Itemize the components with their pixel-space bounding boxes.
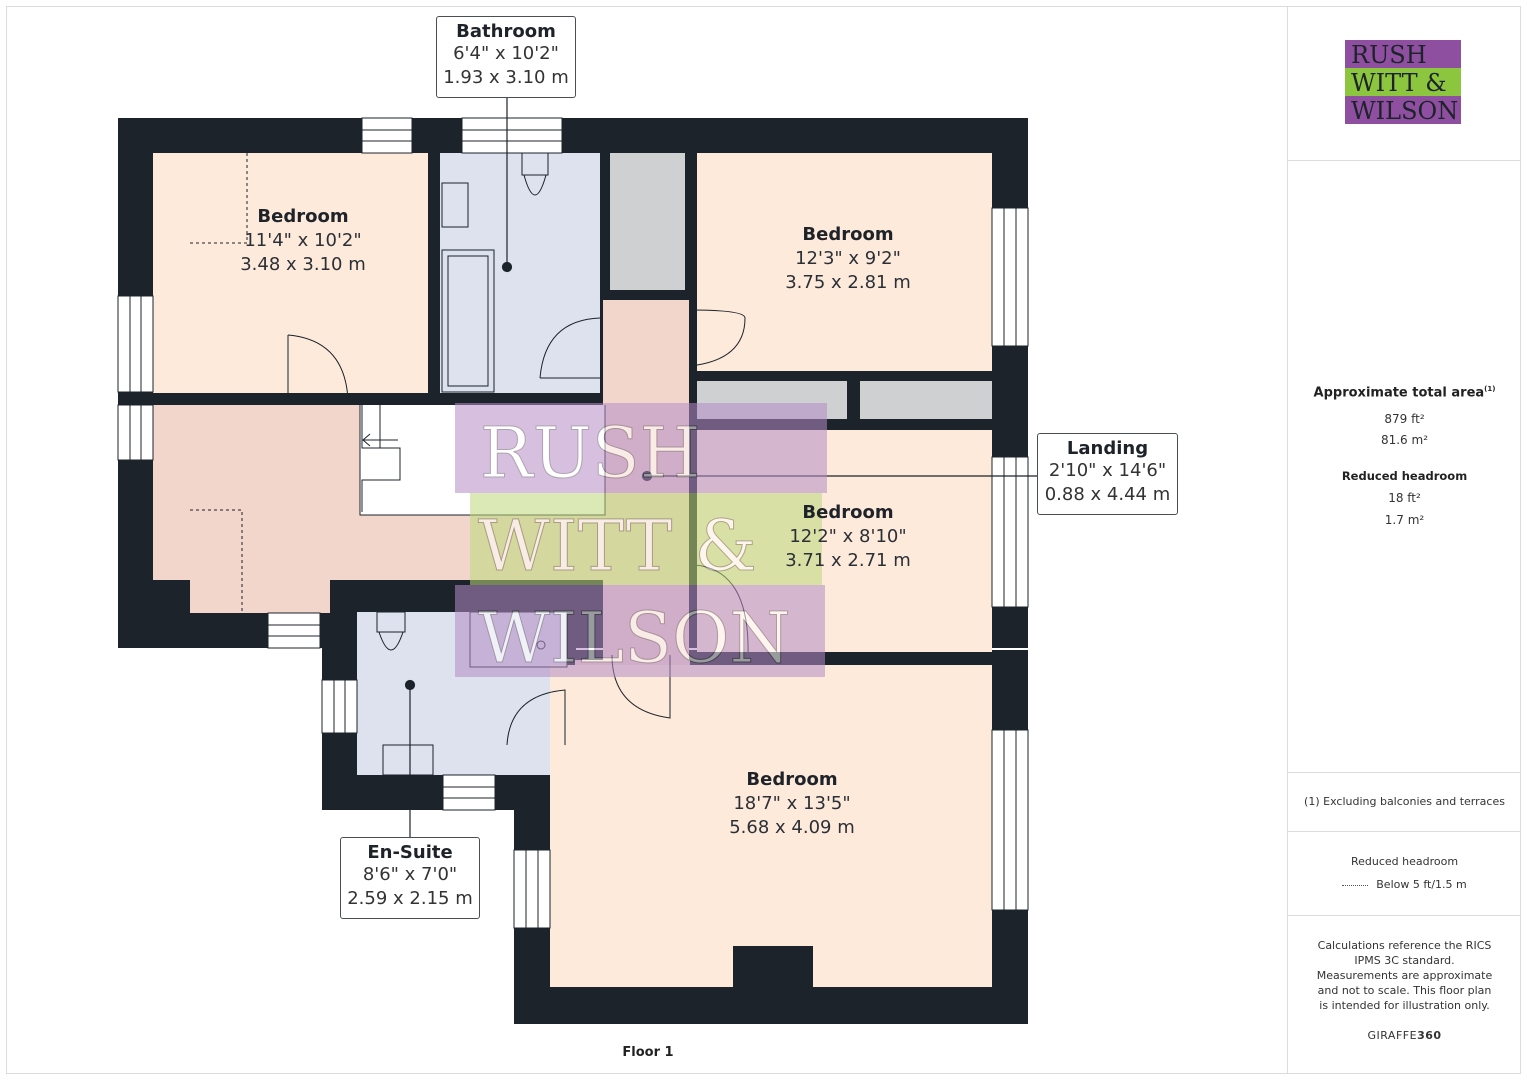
bedroom-ne-floor bbox=[697, 153, 992, 371]
windows bbox=[117, 117, 1029, 929]
room-title: Bedroom bbox=[802, 224, 894, 245]
watermark: RUSH WITT & WILSON bbox=[455, 403, 827, 680]
wardrobe-2 bbox=[860, 381, 992, 419]
legend-title: Reduced headroom bbox=[1350, 855, 1459, 868]
brand-logo: RUSH WITT & WILSON bbox=[1345, 40, 1461, 124]
callout-imperial: 6'4" x 10'2" bbox=[453, 43, 559, 64]
area-title: Approximate total area(1) bbox=[1288, 385, 1521, 400]
floor-plan: RUSH WITT & WILSON bbox=[117, 98, 1037, 1024]
area-ft: 879 ft² bbox=[1384, 412, 1425, 426]
vendor-suffix: 360 bbox=[1417, 1029, 1442, 1042]
sidebar-divider bbox=[1288, 772, 1521, 773]
disclaimer: Calculations reference the RICS IPMS 3C … bbox=[1316, 939, 1493, 1012]
brand-line-2: WITT & bbox=[1351, 69, 1447, 97]
area-title-text: Approximate total area bbox=[1313, 385, 1485, 401]
callout-title: Bathroom bbox=[456, 21, 556, 42]
bathroom-floor bbox=[440, 153, 600, 393]
brand-line-1: RUSH bbox=[1351, 41, 1427, 69]
ensuite-callout: En-Suite 8'6" x 7'0" 2.59 x 2.15 m bbox=[340, 837, 480, 919]
room-imperial: 12'3" x 9'2" bbox=[795, 248, 901, 269]
room-imperial: 12'2" x 8'10" bbox=[789, 526, 907, 547]
landing-callout: Landing 2'10" x 14'6" 0.88 x 4.44 m bbox=[1037, 433, 1178, 515]
svg-text:RUSH: RUSH bbox=[480, 412, 701, 494]
reduced-ft: 18 ft² bbox=[1388, 491, 1421, 505]
page-frame bbox=[6, 6, 1521, 1074]
bedroom-nw-label: Bedroom 11'4" x 10'2" 3.48 x 3.10 m bbox=[213, 205, 393, 277]
bedroom-s-label: Bedroom 18'7" x 13'5" 5.68 x 4.09 m bbox=[702, 768, 882, 840]
brand-line-3: WILSON bbox=[1351, 97, 1458, 124]
bedroom-e-label: Bedroom 12'2" x 8'10" 3.71 x 2.71 m bbox=[758, 501, 938, 573]
callout-imperial: 2'10" x 14'6" bbox=[1048, 460, 1167, 481]
room-metric: 3.75 x 2.81 m bbox=[785, 272, 911, 293]
room-title: Bedroom bbox=[746, 769, 838, 790]
legend-item: Below 5 ft/1.5 m bbox=[1288, 878, 1521, 891]
svg-text:WITT &: WITT & bbox=[478, 505, 757, 587]
callout-title: Landing bbox=[1066, 438, 1149, 459]
room-title: Bedroom bbox=[802, 502, 894, 523]
legend-item-text: Below 5 ft/1.5 m bbox=[1376, 878, 1467, 891]
hall-floor-2 bbox=[190, 505, 330, 613]
floor-label: Floor 1 bbox=[622, 1045, 674, 1060]
area-title-sup: (1) bbox=[1484, 385, 1496, 393]
vendor-logo: GIRAFFE360 bbox=[1288, 1029, 1521, 1042]
sidebar-divider bbox=[1288, 831, 1521, 832]
room-imperial: 11'4" x 10'2" bbox=[244, 230, 362, 251]
sidebar-divider bbox=[1288, 915, 1521, 916]
callout-metric: 0.88 x 4.44 m bbox=[1044, 484, 1171, 505]
callout-imperial: 8'6" x 7'0" bbox=[362, 864, 458, 885]
room-imperial: 18'7" x 13'5" bbox=[733, 793, 851, 814]
sidebar-divider bbox=[1288, 160, 1521, 161]
cupboard-floor bbox=[610, 153, 685, 290]
dotted-line-icon bbox=[1342, 884, 1369, 886]
area-m: 81.6 m² bbox=[1380, 433, 1429, 447]
bathroom-callout: Bathroom 6'4" x 10'2" 1.93 x 3.10 m bbox=[436, 16, 576, 98]
room-metric: 3.71 x 2.71 m bbox=[785, 550, 911, 571]
room-metric: 3.48 x 3.10 m bbox=[240, 254, 366, 275]
bedroom-nw-floor bbox=[153, 153, 428, 393]
footnote: (1) Excluding balconies and terraces bbox=[1304, 795, 1505, 808]
info-sidebar: Approximate total area(1) 879 ft² 81.6 m… bbox=[1287, 6, 1521, 1074]
room-floors bbox=[153, 153, 992, 987]
svg-text:WILSON: WILSON bbox=[478, 597, 791, 679]
reduced-m: 1.7 m² bbox=[1384, 513, 1425, 527]
callout-title: En-Suite bbox=[367, 842, 453, 863]
callout-metric: 2.59 x 2.15 m bbox=[347, 888, 473, 909]
bedroom-ne-label: Bedroom 12'3" x 9'2" 3.75 x 2.81 m bbox=[758, 223, 938, 295]
room-metric: 5.68 x 4.09 m bbox=[729, 817, 855, 838]
reduced-title: Reduced headroom bbox=[1341, 469, 1468, 483]
vendor-name: GIRAFFE bbox=[1367, 1029, 1418, 1042]
bedroom-s-floor bbox=[550, 665, 992, 987]
bedroom-s-notch bbox=[733, 946, 813, 987]
callout-metric: 1.93 x 3.10 m bbox=[443, 67, 569, 88]
room-title: Bedroom bbox=[257, 206, 349, 227]
